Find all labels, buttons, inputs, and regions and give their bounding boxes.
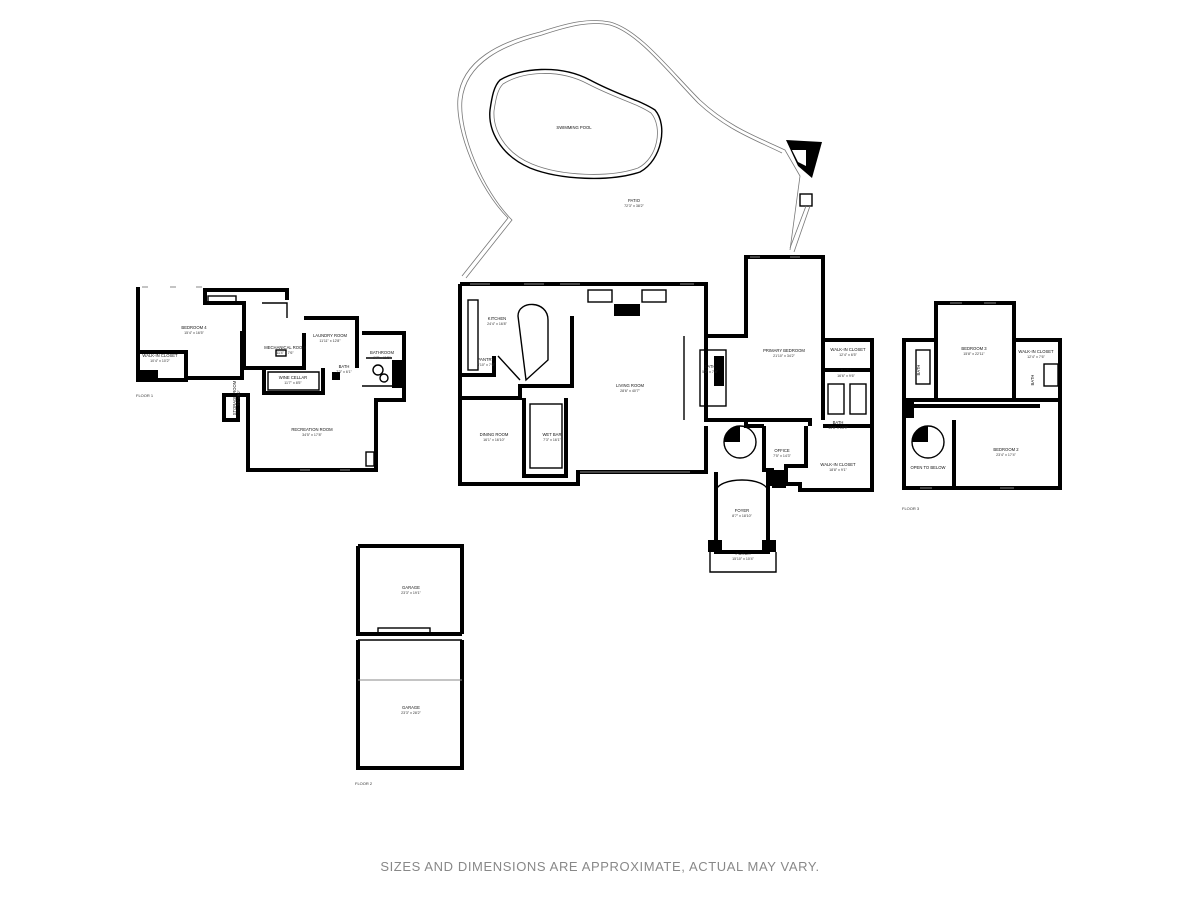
pool-and-patio [457,20,822,279]
wine-cellar-label: WINE CELLAR [279,375,307,380]
storage-room-dims: 7'1" x 9'2" [237,389,241,405]
kitchen-label: KITCHEN [488,316,506,321]
bath-f2a-dims: 5'2" x 7'4" [702,370,718,374]
patio-dims: 72'3" x 38'2" [624,204,644,208]
mechanical-room-label: MECHANICAL ROOM [264,345,306,350]
bath-f2b-label: BATH [841,368,852,373]
foyer-dims: 8'7" x 18'10" [732,514,752,518]
wine-cellar-dims: 11'7" x 8'5" [284,381,302,385]
bedroom2-label: BEDROOM 2 [993,447,1019,452]
office-dims: 7'5" x 14'3" [773,454,791,458]
bath-f3b-label: BATH [1030,375,1035,386]
garage2-dims: 23'3" x 28'2" [401,711,421,715]
living-room-dims: 28'6" x 40'7" [620,389,640,393]
floor1-label: FLOOR 1 [136,393,154,398]
floor2-plan [356,255,874,770]
recreation-room-dims: 34'5" x 17'8" [302,433,322,437]
porch-label: PORCH [735,551,750,556]
garage1-dims: 23'3" x 19'1" [401,591,421,595]
walkin-closet-label: WALK-IN CLOSET [142,353,178,358]
walkin-closet-f2b-label: WALK-IN CLOSET [820,462,856,467]
floor1-plan [136,286,406,472]
bath-f2c-label: BATH [833,420,844,425]
bath-f2c-dims: 13'6" x 15'9" [828,426,848,430]
walkin-closet-f2a-dims: 12'4" x 6'5" [839,353,857,357]
dining-room-label: DINING ROOM [480,432,509,437]
bedroom3-dims: 15'8" x 22'11" [963,352,985,356]
bath-f3a-label: BATH [916,365,921,376]
pool-label: SWIMMING POOL [556,125,592,130]
mechanical-room-dims: 11'4" x 7'6" [276,351,294,355]
dining-room-dims: 16'1" x 16'10" [483,438,505,442]
bedroom2-dims: 23'4" x 17'4" [996,453,1016,457]
bedroom4-dims: 15'4" x 16'5" [184,331,204,335]
storage-room-label: STORAGE ROOM [232,380,237,415]
pantry-dims: 8'10" x 7'6" [477,363,495,367]
porch-dims: 15'10" x 10'4" [732,557,754,561]
laundry-room-label: LAUNDRY ROOM [313,333,348,338]
office-label: OFFICE [774,448,790,453]
disclaimer-text: SIZES AND DIMENSIONS ARE APPROXIMATE, AC… [380,859,820,874]
kitchen-dims: 24'4" x 16'8" [487,322,507,326]
primary-bedroom-dims: 21'10" x 34'2" [773,354,795,358]
recreation-room-label: RECREATION ROOM [291,427,333,432]
bathroom-dims: 9'7" x 11'5" [373,356,391,360]
foyer-label: FOYER [735,508,749,513]
walkin-closet-dims: 10'4" x 10'2" [150,359,170,363]
walkin-closet-f3-dims: 12'4" x 7'6" [1027,355,1045,359]
laundry-room-dims: 11'11" x 12'8" [319,339,341,343]
open-to-below-label: OPEN TO BELOW [911,465,946,470]
bedroom3-label: BEDROOM 3 [961,346,987,351]
wet-bar-dims: 7'3" x 16'1" [543,438,561,442]
floor3-plan [902,301,1062,490]
garage1-label: GARAGE [402,585,420,590]
garage2-label: GARAGE [402,705,420,710]
bedroom4-label: BEDROOM 4 [181,325,207,330]
patio-label: PATIO [628,198,641,203]
walkin-closet-f2a-label: WALK-IN CLOSET [830,347,866,352]
living-room-label: LIVING ROOM [616,383,644,388]
bath-f2a-label: BATH [705,364,716,369]
walkin-closet-f2b-dims: 18'8" x 9'1" [829,468,847,472]
primary-bedroom-label: PRIMARY BEDROOM [763,348,805,353]
walkin-closet-f3-label: WALK-IN CLOSET [1018,349,1054,354]
bath-f1-label: BATH [339,364,350,369]
bath-f2b-dims: 16'6" x 9'6" [837,374,855,378]
wet-bar-label: WET BAR [542,432,561,437]
pantry-label: PANTRY [478,357,495,362]
bath-f1-dims: 7'3" x 6'1" [336,370,352,374]
floor3-label: FLOOR 3 [902,506,920,511]
bathroom-label: BATHROOM [370,350,394,355]
floor2-label: FLOOR 2 [355,781,373,786]
